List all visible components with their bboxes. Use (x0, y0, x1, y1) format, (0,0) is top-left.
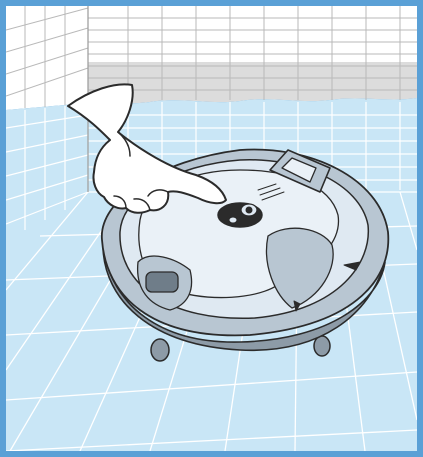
side-wall-dry (6, 6, 88, 110)
robot-front-grip (146, 272, 178, 292)
wall-wet-band (88, 62, 417, 103)
power-button-icon (218, 203, 262, 227)
